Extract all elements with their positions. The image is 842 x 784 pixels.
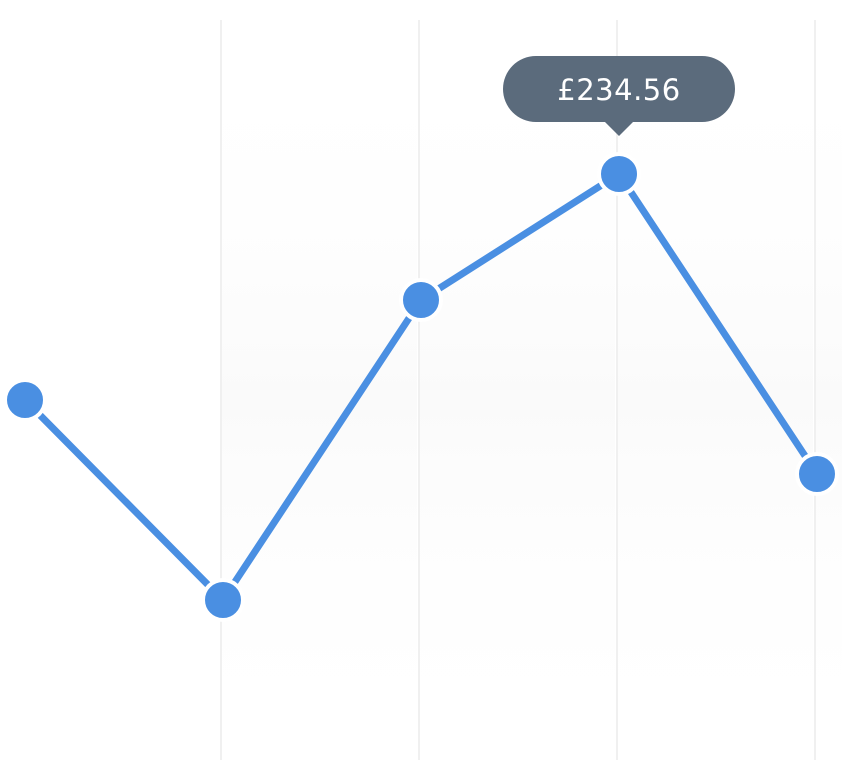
data-points [3, 152, 839, 622]
grid-column-shade [617, 40, 813, 760]
grid-column-shade [221, 40, 417, 760]
data-point[interactable] [201, 578, 245, 622]
tooltip-value: £234.56 [557, 73, 680, 107]
data-point[interactable] [795, 452, 839, 496]
data-point[interactable] [3, 378, 47, 422]
grid-column-shade [815, 40, 842, 760]
tooltip: £234.56 [503, 56, 735, 136]
data-point[interactable] [597, 152, 641, 196]
tooltip-background [503, 56, 735, 136]
grid-column-shade [419, 40, 615, 760]
data-point[interactable] [399, 278, 443, 322]
grid-lines [220, 20, 842, 760]
